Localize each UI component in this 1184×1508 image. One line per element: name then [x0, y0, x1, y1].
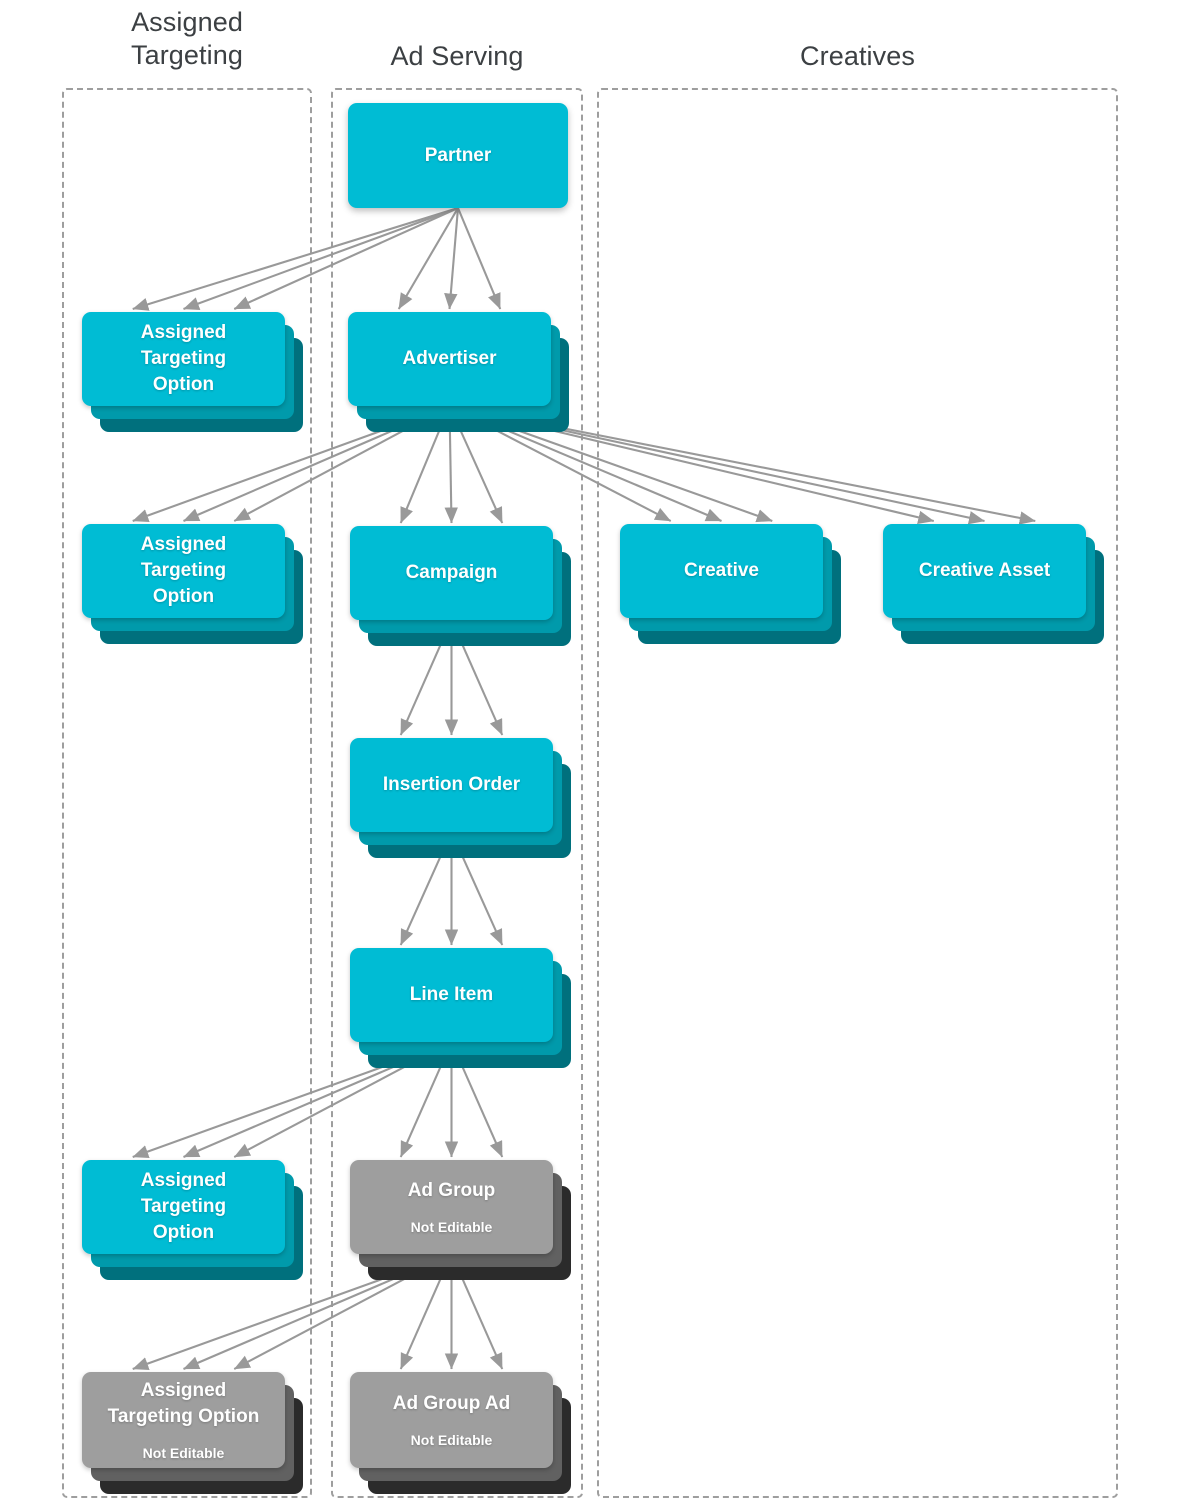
column-title-ad-serving: Ad Serving: [390, 41, 524, 71]
node-label-ad-group: Ad Group: [407, 1180, 496, 1201]
node-ato-line-item[interactable]: Assigned Targeting Option: [82, 1160, 303, 1280]
node-label-ato-partner: Assigned Targeting Option: [140, 322, 227, 395]
node-ato-partner[interactable]: Assigned Targeting Option: [82, 312, 303, 432]
node-card-ad-group-ad: Ad Group Ad Not Editable: [350, 1372, 553, 1468]
node-card-ato-advertiser: Assigned Targeting Option: [82, 524, 285, 618]
node-ato-advertiser[interactable]: Assigned Targeting Option: [82, 524, 303, 644]
node-card-partner: Partner: [348, 103, 568, 208]
node-editability-label-ad-group-ad: Not Editable: [410, 1432, 493, 1448]
column-title-assigned-targeting: Assigned Targeting: [131, 7, 243, 70]
node-editability-label-ad-group: Not Editable: [410, 1219, 493, 1235]
node-card-creative: Creative: [620, 524, 823, 618]
node-label-ato-advertiser: Assigned Targeting Option: [140, 534, 227, 607]
node-card-line-item: Line Item: [350, 948, 553, 1042]
column-title-creatives: Creatives: [800, 41, 915, 71]
node-card-creative-asset: Creative Asset: [883, 524, 1086, 618]
node-label-partner: Partner: [424, 144, 492, 166]
node-label-ato-ad-group: Assigned Targeting Option: [107, 1380, 260, 1427]
node-advertiser[interactable]: Advertiser: [348, 312, 569, 432]
node-label-ad-group-ad: Ad Group Ad: [392, 1393, 511, 1414]
node-creative[interactable]: Creative: [620, 524, 841, 644]
node-campaign[interactable]: Campaign: [350, 526, 571, 646]
node-ad-group-ad[interactable]: Ad Group Ad Not Editable: [350, 1372, 571, 1494]
node-card-campaign: Campaign: [350, 526, 553, 620]
node-label-creative: Creative: [684, 560, 759, 581]
node-label-campaign: Campaign: [405, 562, 498, 583]
node-line-item[interactable]: Line Item: [350, 948, 571, 1068]
column-boundary-creatives: [597, 88, 1118, 1498]
node-card-advertiser: Advertiser: [348, 312, 551, 406]
column-boundary-assigned-targeting: [62, 88, 312, 1498]
node-card-ato-line-item: Assigned Targeting Option: [82, 1160, 285, 1254]
node-card-insertion-order: Insertion Order: [350, 738, 553, 832]
node-insertion-order[interactable]: Insertion Order: [350, 738, 571, 858]
node-label-line-item: Line Item: [409, 984, 494, 1005]
node-label-creative-asset: Creative Asset: [918, 560, 1051, 581]
node-label-ato-line-item: Assigned Targeting Option: [140, 1170, 227, 1243]
node-creative-asset[interactable]: Creative Asset: [883, 524, 1104, 644]
node-card-ato-partner: Assigned Targeting Option: [82, 312, 285, 406]
node-partner[interactable]: Partner: [348, 103, 568, 208]
node-editability-label-ato-ad-group: Not Editable: [142, 1445, 225, 1461]
node-label-advertiser: Advertiser: [402, 348, 497, 369]
node-label-insertion-order: Insertion Order: [382, 774, 521, 795]
column-boundary-ad-serving: [331, 88, 583, 1498]
